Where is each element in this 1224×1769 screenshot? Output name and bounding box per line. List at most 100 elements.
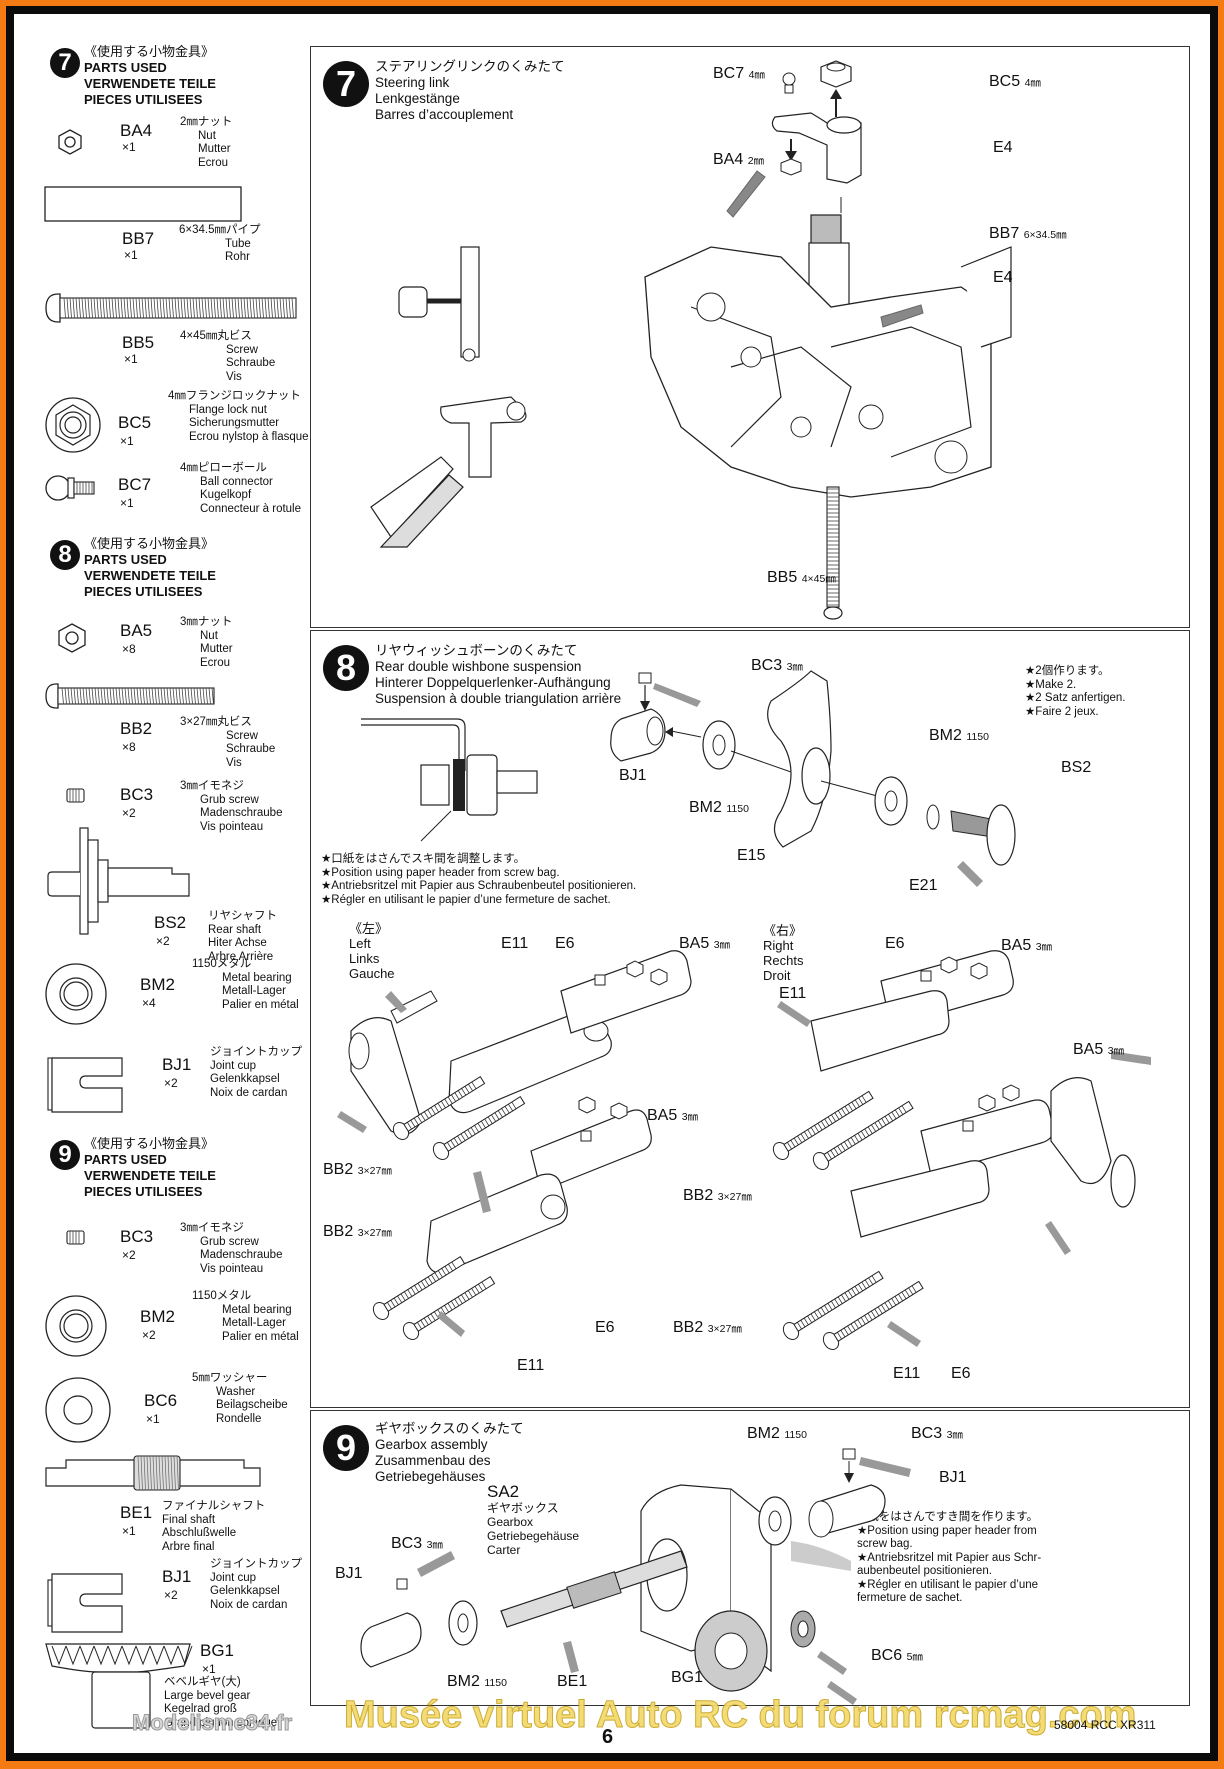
- thread-line: [129, 297, 132, 319]
- screw-bb2: [392, 1076, 486, 1140]
- screw-bb2: [372, 1256, 466, 1320]
- part-code: BB5: [122, 333, 155, 352]
- title-en: Steering link: [375, 75, 450, 90]
- desc-fr: Connecteur à rotule: [200, 502, 302, 515]
- desc-en: Metal bearing: [222, 971, 292, 984]
- label-code: E15: [737, 847, 766, 864]
- thread-line: [81, 297, 84, 319]
- desc-jp: 3㎜ナット: [180, 616, 233, 628]
- thread-line: [118, 687, 121, 705]
- part-code: BJ1: [162, 1567, 192, 1586]
- thread-line: [276, 297, 279, 319]
- label-e11: E11: [779, 985, 806, 1003]
- desc-jp: 1150メタル: [192, 1290, 252, 1302]
- thread-line: [117, 297, 120, 319]
- label-e11: E11: [517, 1357, 544, 1375]
- title-fr: Getriebegehäuses: [375, 1469, 486, 1484]
- thread-line: [178, 687, 181, 705]
- thread-line: [234, 297, 237, 319]
- title-jp: リヤウィッシュボーンのくみたて: [375, 643, 578, 658]
- side-de: Links: [349, 951, 380, 966]
- label-code: BB2: [683, 1187, 714, 1204]
- label-size: 3×27㎜: [707, 1323, 742, 1335]
- desc-de: Metall-Lager: [222, 1317, 286, 1329]
- label-code: BS2: [1061, 759, 1092, 776]
- label-code: BC5: [989, 73, 1021, 90]
- screw-bb2: [772, 1090, 874, 1160]
- thread-line: [237, 297, 240, 319]
- screw-bb2: [432, 1096, 526, 1160]
- label-size: 3×27㎜: [717, 1191, 752, 1203]
- gearbox-assembly-illustration: [360, 1448, 911, 1705]
- desc-de: Getriebegehäuse: [487, 1529, 580, 1543]
- label-bm2: BM2 1150: [689, 799, 749, 818]
- thread-line: [146, 1455, 149, 1491]
- thread-line: [140, 1455, 143, 1491]
- label-bm2: BM2 1150: [747, 1425, 807, 1444]
- label-code: BM2: [929, 727, 962, 744]
- thread-line: [135, 297, 138, 319]
- label-size: 4㎜: [748, 69, 765, 81]
- thread-line: [64, 687, 67, 705]
- thread-line: [141, 297, 144, 319]
- desc-en: Nut: [198, 129, 216, 142]
- part-qty: ×8: [122, 740, 136, 754]
- thread-line: [240, 297, 243, 319]
- label-size: 2㎜: [747, 155, 765, 167]
- part-qty: ×1: [120, 434, 134, 448]
- gear-tooth: [177, 1645, 193, 1666]
- thread-line: [69, 297, 72, 319]
- joint-cup-icon: [47, 1573, 123, 1633]
- thread-line: [207, 297, 210, 319]
- desc-jp: ジョイントカップ: [210, 1558, 302, 1570]
- thread-line: [73, 687, 76, 705]
- desc-en: Joint cup: [210, 1571, 257, 1584]
- watermark-museum: Musée virtuel Auto RC du forum rcmag.com: [343, 1694, 1137, 1737]
- thread-line: [161, 1455, 164, 1491]
- thread-line: [205, 687, 208, 705]
- label-bb7: BB7 6×34.5㎜: [989, 225, 1067, 244]
- thread-line: [243, 297, 246, 319]
- thread-line: [121, 687, 124, 705]
- thread-line: [199, 687, 202, 705]
- desc-jp: 4㎜フランジロックナット: [168, 390, 301, 402]
- desc-fr: Palier en métal: [222, 998, 299, 1011]
- label-code: E21: [909, 877, 938, 894]
- side-de: Rechts: [763, 953, 804, 968]
- part-qty: ×1: [202, 1662, 216, 1676]
- gear-tooth: [107, 1645, 123, 1666]
- metal-bearing-icon: [45, 963, 107, 1025]
- part-qty: ×2: [156, 934, 170, 948]
- desc-jp: 3㎜イモネジ: [180, 1222, 244, 1234]
- desc-en: Rear shaft: [208, 923, 262, 936]
- parts-header-jp: 《使用する小物金具》: [84, 44, 215, 59]
- part-code: BB7: [122, 229, 155, 248]
- make-two-note: ★2個作ります。 ★Make 2. ★2 Satz anfertigen. ★F…: [1025, 665, 1125, 719]
- thread-line: [190, 687, 193, 705]
- gear-tooth: [135, 1645, 151, 1666]
- desc-jp: 3×27㎜丸ビス: [180, 716, 252, 728]
- desc-en: Grub screw: [200, 793, 259, 806]
- thread-line: [82, 687, 85, 705]
- thread-line: [126, 297, 129, 319]
- desc-jp: 4×45㎜丸ビス: [180, 330, 252, 342]
- screw-icon: [45, 683, 215, 709]
- thread-line: [264, 297, 267, 319]
- label-bg1: BG1: [671, 1669, 703, 1687]
- thread-line: [219, 297, 222, 319]
- step-9-panel: 9 ギヤボックスのくみたて Gearbox assembly Zusammenb…: [310, 1410, 1190, 1706]
- label-code: BB2: [673, 1319, 704, 1336]
- product-code: 58004 RCC XR311: [1054, 1718, 1156, 1732]
- label-bb2: BB2 3×27㎜: [673, 1319, 742, 1338]
- thread-line: [75, 297, 78, 319]
- thread-line: [155, 1455, 158, 1491]
- sa2-gearbox-label: SA2 ギヤボックス Gearbox Getriebegehäuse Carte…: [487, 1483, 580, 1558]
- label-bc3: BC3 3㎜: [751, 657, 803, 676]
- thread-line: [97, 687, 100, 705]
- thread-line: [79, 687, 82, 705]
- label-bj1: BJ1: [939, 1469, 967, 1487]
- screw-bb2: [782, 1270, 884, 1340]
- title-en: Gearbox assembly: [375, 1437, 488, 1452]
- thread-line: [123, 297, 126, 319]
- label-size: 3×27㎜: [357, 1227, 392, 1239]
